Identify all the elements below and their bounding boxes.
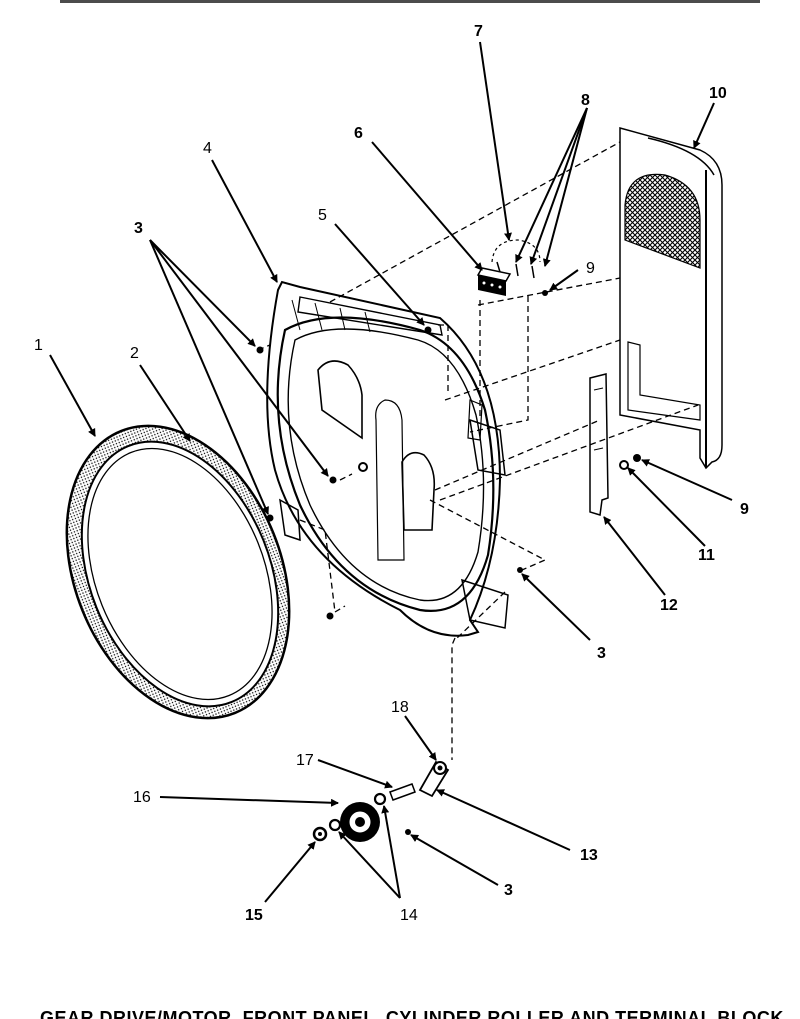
callout-16: 16 bbox=[133, 789, 151, 806]
callout-18: 18 bbox=[391, 699, 409, 716]
callout-3-right: 3 bbox=[597, 645, 606, 662]
callout-3-upper: 3 bbox=[134, 220, 143, 237]
door-gasket-part bbox=[65, 424, 291, 720]
bracket-part bbox=[589, 373, 609, 516]
front-panel-part bbox=[266, 280, 509, 637]
callout-3-lower: 3 bbox=[504, 882, 513, 899]
caption-area: GEAR DRIVE/MOTOR, FRONT PANEL, CYLINDER … bbox=[0, 1006, 800, 1019]
callout-11: 11 bbox=[698, 547, 715, 564]
screw-icon bbox=[517, 567, 523, 573]
roller-assembly-part bbox=[312, 760, 450, 842]
callout-4: 4 bbox=[203, 140, 212, 157]
terminal-block-part bbox=[476, 267, 512, 296]
callout-12: 12 bbox=[660, 597, 678, 614]
callout-2: 2 bbox=[130, 345, 139, 362]
callout-7: 7 bbox=[474, 23, 483, 40]
vent-grille bbox=[624, 173, 701, 269]
callout-9-lower: 9 bbox=[740, 501, 749, 518]
callout-6: 6 bbox=[354, 125, 363, 142]
callout-labels: 1 2 3 4 5 6 7 8 9 10 9 11 12 3 18 17 16 … bbox=[34, 23, 749, 924]
screw-icon bbox=[326, 612, 334, 620]
wire-terminals-part bbox=[491, 239, 541, 279]
screw-icon bbox=[358, 462, 368, 472]
callout-14: 14 bbox=[400, 907, 418, 924]
diagram-caption: GEAR DRIVE/MOTOR, FRONT PANEL, CYLINDER … bbox=[40, 1008, 784, 1019]
callout-17: 17 bbox=[296, 752, 314, 769]
callout-9-upper: 9 bbox=[586, 260, 595, 277]
callout-10: 10 bbox=[709, 85, 727, 102]
callout-15: 15 bbox=[245, 907, 263, 924]
screws-part bbox=[256, 290, 641, 835]
assembly-dashed-lines bbox=[257, 141, 699, 760]
callout-8: 8 bbox=[581, 92, 590, 109]
screw-icon bbox=[542, 290, 548, 296]
door-ring-part bbox=[87, 447, 273, 701]
screw-icon bbox=[633, 454, 641, 462]
callout-1: 1 bbox=[34, 337, 43, 354]
screw-icon bbox=[266, 514, 274, 522]
callout-13: 13 bbox=[580, 847, 598, 864]
leader-arrows bbox=[49, 41, 733, 903]
screw-icon bbox=[424, 326, 432, 334]
callout-5: 5 bbox=[318, 207, 327, 224]
screw-icon bbox=[405, 829, 411, 835]
top-cropped-text bbox=[60, 0, 760, 3]
screw-icon bbox=[329, 476, 337, 484]
screw-icon bbox=[619, 460, 629, 470]
rear-panel-part bbox=[619, 127, 723, 470]
